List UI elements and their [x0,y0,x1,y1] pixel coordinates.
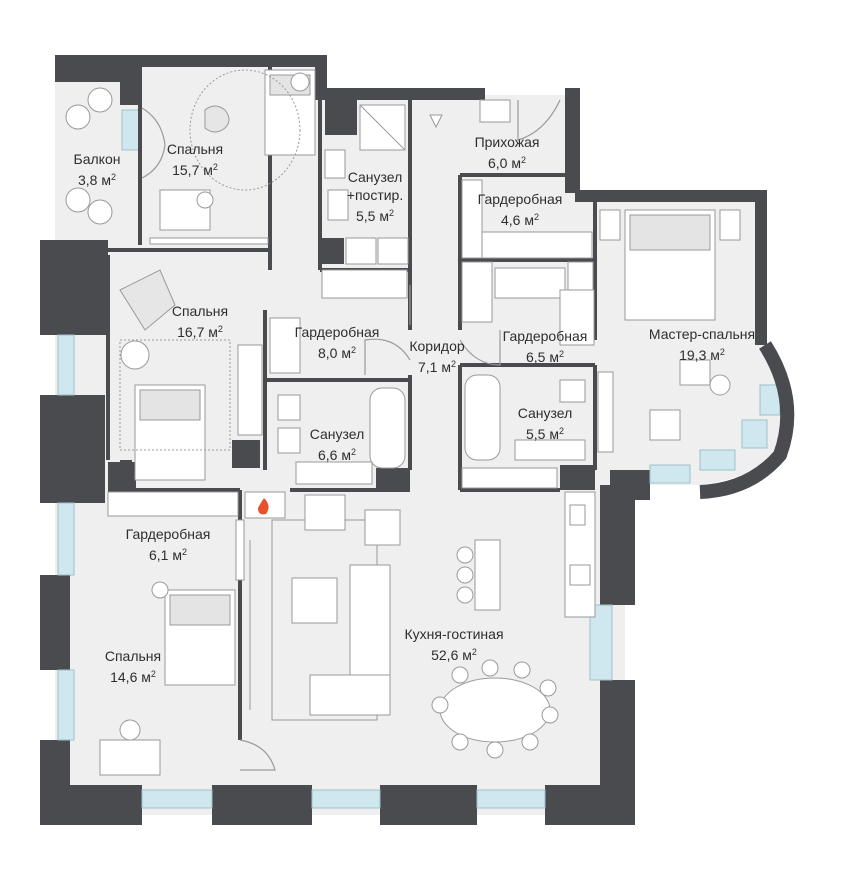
room-area: 16,7 м [177,324,218,340]
room-name: Гардеробная [477,191,563,207]
room-name: Спальня [171,303,229,319]
area-unit-power: 2 [110,172,116,182]
master-furniture [599,209,741,441]
room-name: Прихожая [474,134,540,150]
room-name: Спальня [166,141,224,157]
room-area: 7,1 м [417,359,451,375]
room-label-bedroom2: Спальня 16,7 м2 [172,302,228,341]
area-unit-power: 2 [388,208,394,218]
room-name: Санузел [347,169,403,185]
room-area: 3,8 м [77,172,111,188]
area-unit-power: 2 [450,359,456,369]
room-area: 4,6 м [500,212,534,228]
hall-fixtures [429,99,511,129]
area-unit-power: 2 [212,162,218,172]
room-label-living: Кухня-гостиная 52,6 м2 [404,625,503,664]
bedroom1-furniture [149,69,316,245]
bath2-fixtures [277,387,406,485]
bath1-fixtures [321,104,409,299]
room-label-bath2: Санузел 6,6 м2 [310,425,365,464]
wardrobe-shelves [107,179,614,581]
area-unit-power: 2 [558,349,564,359]
room-area: 19,3 м [679,347,720,363]
doors [141,99,561,771]
area-unit-power: 2 [520,155,526,165]
balcony-furniture [65,87,113,225]
room-label-wardrobe1: Гардеробная 4,6 м2 [478,190,563,229]
exterior-walls [40,55,767,825]
room-name: Санузел [309,426,365,442]
room-name-line2: +постир. [346,187,404,203]
room-area: 15,7 м [172,162,213,178]
room-label-bath1: Санузел +постир. 5,5 м2 [347,168,403,225]
room-name: Гардеробная [294,324,380,340]
fireplace-icon [244,491,286,519]
room-label-hall: Прихожая 6,0 м2 [475,133,540,172]
room-name: Коридор [409,338,465,354]
room-label-corridor: Коридор 7,1 м2 [409,337,464,376]
room-label-bedroom3: Спальня 14,6 м2 [105,647,161,686]
room-area: 6,5 м [525,349,559,365]
area-unit-power: 2 [533,212,539,222]
room-area: 6,1 м [148,547,182,563]
area-unit-power: 2 [558,426,564,436]
room-label-wardrobe2: Гардеробная 8,0 м2 [295,323,380,362]
room-area: 5,5 м [525,426,559,442]
bath3-fixtures [461,374,586,489]
room-label-bedroom1: Спальня 15,7 м2 [167,140,223,179]
wall-blocks [108,100,595,490]
room-name: Гардеробная [125,526,211,542]
room-label-wardrobe4: Гардеробная 6,1 м2 [126,525,211,564]
room-name: Балкон [73,151,121,167]
room-area: 5,5 м [355,208,389,224]
room-name: Санузел [517,405,573,421]
room-label-wardrobe3: Гардеробная 6,5 м2 [503,327,588,366]
bedroom3-furniture [99,581,236,776]
room-label-master: Мастер-спальня 19,3 м2 [649,325,755,364]
room-area: 14,6 м [110,669,151,685]
bedroom2-furniture [119,269,231,481]
room-label-balcony: Балкон 3,8 м2 [74,150,121,189]
room-name: Спальня [104,648,162,664]
curved-wall [699,341,795,499]
room-name: Гардеробная [502,328,588,344]
area-unit-power: 2 [350,345,356,355]
room-area: 52,6 м [431,647,472,663]
area-unit-power: 2 [217,324,223,334]
area-unit-power: 2 [719,347,725,357]
area-unit-power: 2 [350,447,356,457]
living-furniture [249,491,596,759]
room-area: 6,6 м [317,447,351,463]
room-name: Мастер-спальня [648,326,756,342]
windows [57,109,781,809]
area-unit-power: 2 [150,669,156,679]
room-area: 8,0 м [317,345,351,361]
area-unit-power: 2 [181,547,187,557]
room-label-bath3: Санузел 5,5 м2 [518,404,573,443]
room-area: 6,0 м [488,155,521,171]
room-name: Кухня-гостиная [404,626,504,642]
area-unit-power: 2 [471,647,477,657]
